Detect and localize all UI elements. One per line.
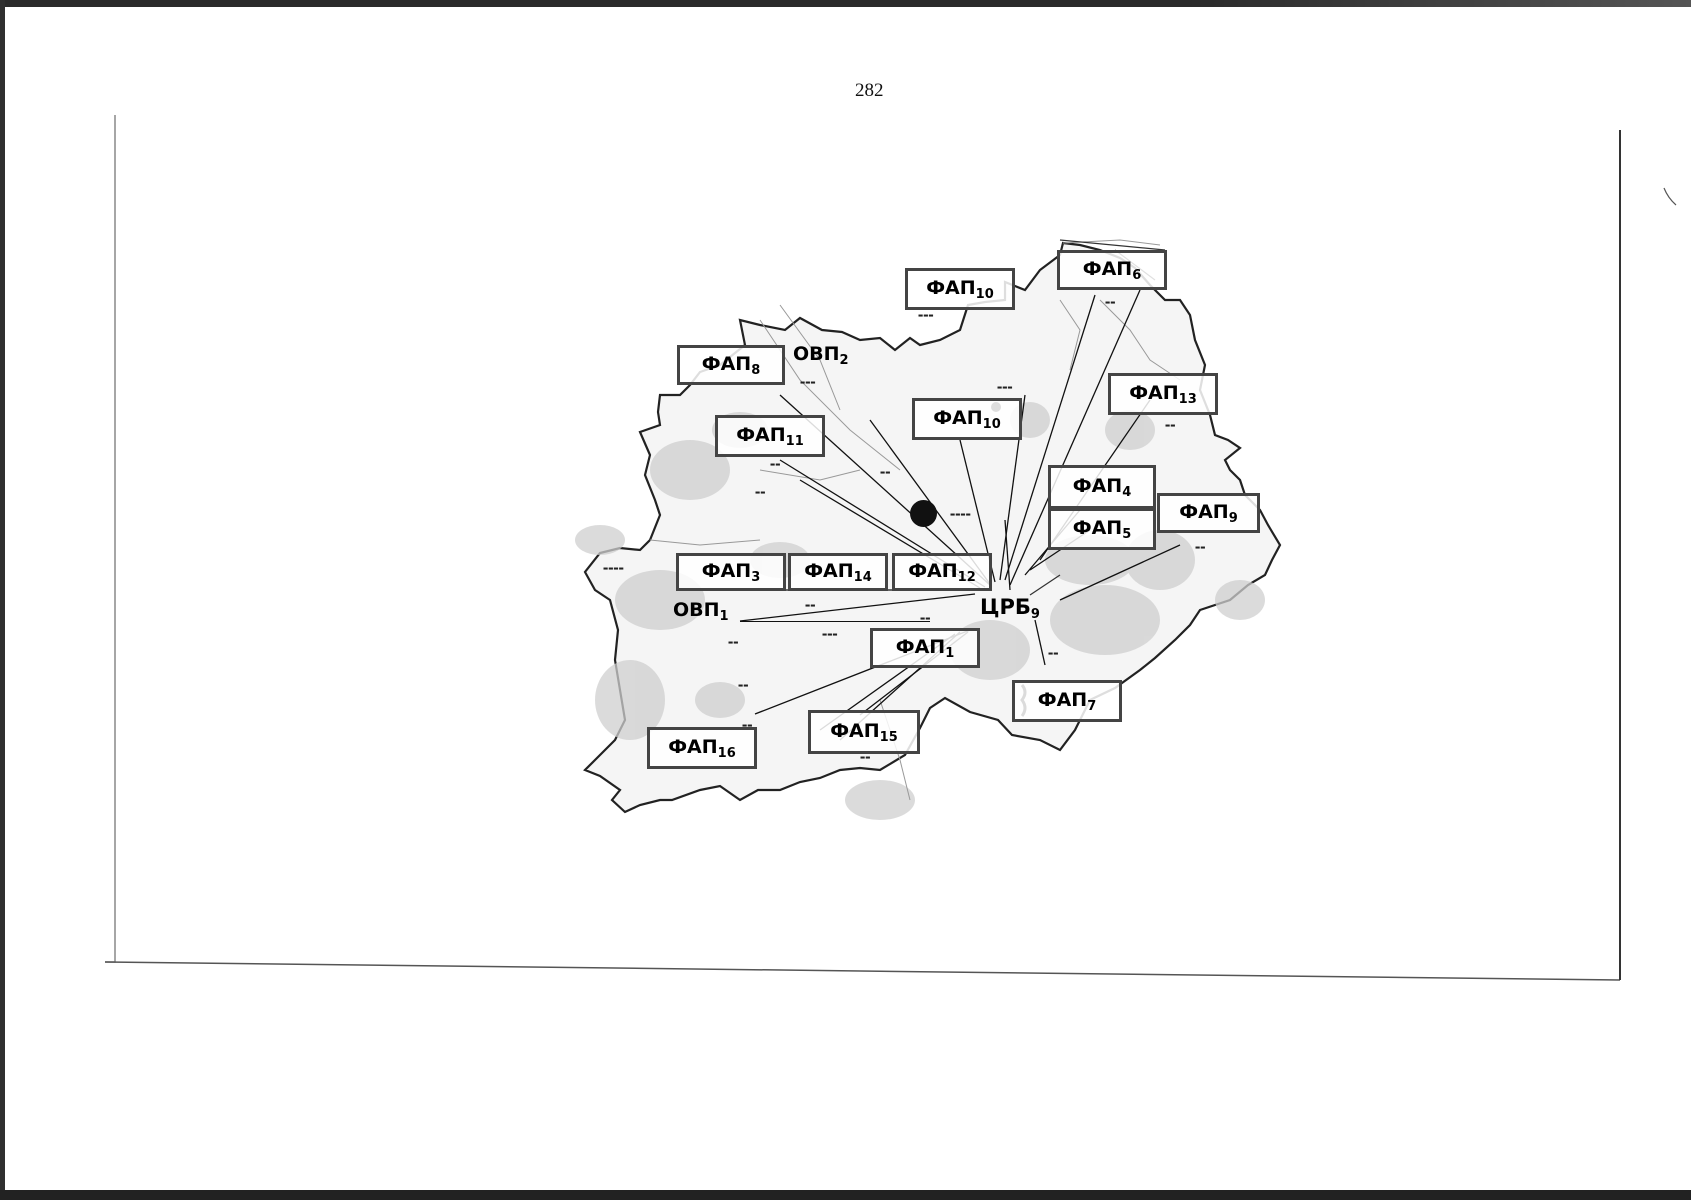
fap10-top-box: ФАП10 [905,268,1015,310]
fap1-box: ФАП1 [870,628,980,668]
fap5-label: ФАП5 [1072,516,1132,542]
fap14-box: ФАП14 [788,553,888,591]
settlement-label: ▬▬ [880,470,891,476]
fap7-box: ФАП7 [1012,680,1122,722]
fap13-box: ФАП13 [1108,373,1218,415]
page-number: 282 [855,80,884,101]
settlement-label: ▬▬▬ [822,632,838,638]
fap9-box: ФАП9 [1157,493,1260,533]
district-center-marker [910,500,937,527]
settlement-label: ▬▬▬ [918,313,934,319]
fap8-box: ФАП8 [677,345,785,385]
ovp2-label: ОВП2 [793,343,849,368]
fap15-label: ФАП15 [830,719,898,745]
settlement-label: ▬▬ [738,683,749,689]
fap4-box: ФАП4 [1048,465,1156,509]
fap10-mid-box: ФАП10 [912,398,1022,440]
fap11-label: ФАП11 [736,423,804,449]
settlement-label: ▬▬ [770,462,781,468]
fap3-box: ФАП3 [676,553,786,591]
fap4-label: ФАП4 [1072,474,1132,500]
fap11-box: ФАП11 [715,415,825,457]
scan-top-edge [0,0,1691,7]
fap10-top-label: ФАП10 [926,276,994,302]
fap7-label: ФАП7 [1037,688,1097,714]
scan-left-edge [0,0,5,1200]
fap16-label: ФАП16 [668,735,736,761]
fap6-label: ФАП6 [1082,257,1142,283]
settlement-label: ▬▬ [805,603,816,609]
scan-bottom-edge [0,1190,1691,1200]
fap12-box: ФАП12 [892,553,992,591]
central-hospital-label: ЦРБ9 [980,595,1040,622]
fap6-box: ФАП6 [1057,250,1167,290]
settlement-label: ▬▬ [1105,300,1116,306]
settlement-label: ▬▬ [1195,545,1206,551]
district-outline [583,241,1282,814]
fap16-box: ФАП16 [647,727,757,769]
settlement-label: ▬▬▬ [800,380,816,386]
fap1-label: ФАП1 [895,635,955,661]
settlement-label: ▬▬ [920,616,931,622]
settlement-label: ▬▬ [860,755,871,761]
ovp1-label: ОВП1 [673,599,729,624]
settlement-label: ▬▬▬▬ [603,566,624,572]
ovp1-connection-line [740,621,930,623]
settlement-label: ▬▬▬ [997,385,1013,391]
settlement-label: ▬▬ [755,490,766,496]
fap3-label: ФАП3 [701,559,761,585]
settlement-label: ▬▬▬▬ [950,512,971,518]
settlement-label: ▬▬ [1165,423,1176,429]
fap8-label: ФАП8 [701,352,761,378]
fap14-label: ФАП14 [804,559,872,585]
fap9-label: ФАП9 [1179,500,1238,526]
settlement-label: ▬▬ [728,640,739,646]
fap15-box: ФАП15 [808,710,920,754]
settlement-label: ▬▬ [742,723,753,729]
fap5-box: ФАП5 [1048,508,1156,550]
fap13-label: ФАП13 [1129,381,1197,407]
fap10-mid-label: ФАП10 [933,406,1001,432]
settlement-label: ▬▬ [1048,651,1059,657]
fap12-label: ФАП12 [908,559,976,585]
